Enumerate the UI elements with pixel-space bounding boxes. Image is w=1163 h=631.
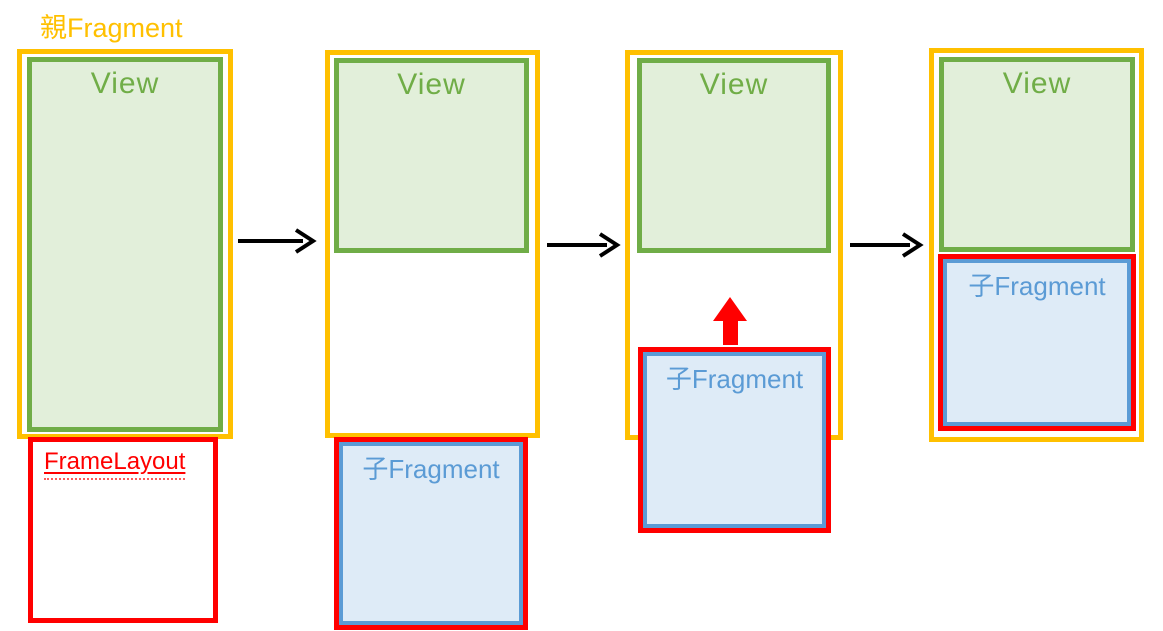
parent-fragment-title: 親Fragment — [40, 13, 183, 43]
stage3-child-fragment-label: 子Fragment — [665, 364, 804, 394]
stage1-view-label: View — [90, 67, 160, 100]
stage4-view-label: View — [1002, 67, 1072, 100]
stage4-child-fragment-label: 子Fragment — [968, 271, 1106, 301]
stage3-view-label: View — [699, 68, 769, 101]
stage2-child-fragment-box: 子Fragment — [339, 442, 523, 625]
flow-arrow-3-icon — [850, 232, 924, 258]
stage2-view-box: View — [334, 58, 529, 253]
stage1-framelayout-label: FrameLayout — [44, 448, 186, 480]
stage1-framelayout-box: FrameLayout — [28, 437, 218, 623]
flow-arrow-1-icon — [238, 228, 317, 254]
stage3-framelayout-box: 子Fragment — [638, 347, 831, 533]
stage4-framelayout-box: 子Fragment — [938, 254, 1136, 431]
stage3-child-fragment-box: 子Fragment — [643, 352, 826, 528]
stage2-framelayout-box: 子Fragment — [334, 437, 528, 630]
stage3-view-box: View — [637, 58, 831, 253]
stage2-child-fragment-label: 子Fragment — [362, 454, 500, 484]
flow-arrow-2-icon — [547, 232, 621, 258]
stage2-view-label: View — [397, 68, 466, 101]
stage4-child-fragment-box: 子Fragment — [943, 259, 1131, 426]
stage4-view-box: View — [939, 57, 1135, 252]
stage1-view-box: View — [27, 57, 223, 432]
